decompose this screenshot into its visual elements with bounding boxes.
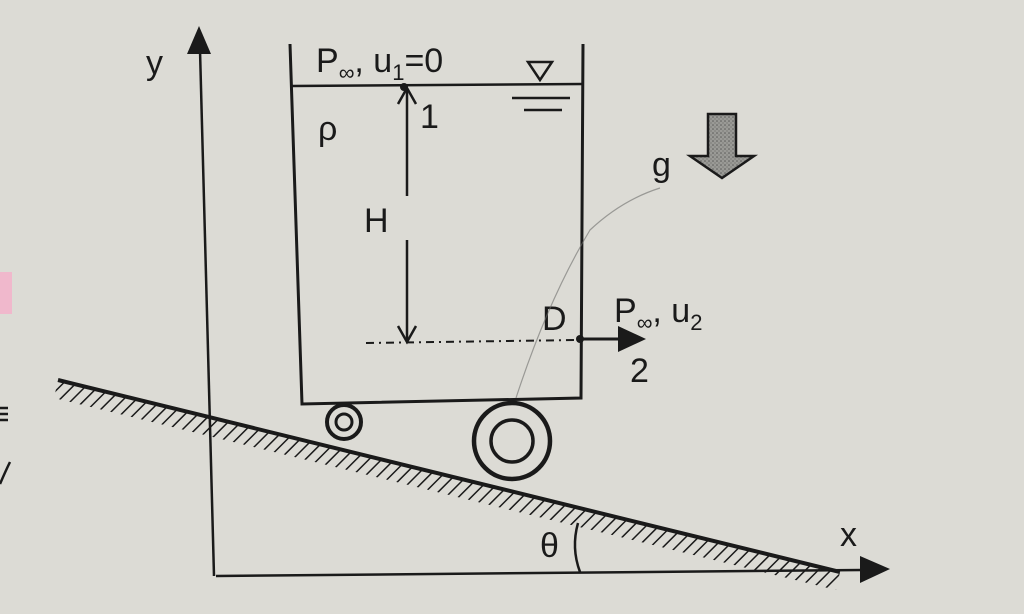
point-2-label: 2 <box>630 352 649 390</box>
surface-inf-subscript: ∞ <box>339 60 355 85</box>
angle-label: θ <box>540 527 559 565</box>
jet-arrowhead <box>618 326 646 352</box>
x-axis-label: x <box>840 516 857 554</box>
large-wheel <box>471 400 553 482</box>
y-axis-arrowhead <box>187 26 211 54</box>
jet-condition-label: P∞, u2 <box>614 292 702 335</box>
surface-condition-label: P∞, u1=0 <box>316 42 443 85</box>
free-surface-symbol <box>525 60 555 83</box>
free-surface-line <box>291 82 584 88</box>
incline-line <box>57 378 841 574</box>
jet-P: P <box>614 292 637 330</box>
coordinate-axes: y x <box>146 26 890 583</box>
tank <box>288 43 585 406</box>
surface-P: P <box>316 42 339 80</box>
incline-surface <box>54 378 841 590</box>
outlet-reference-line <box>365 339 579 344</box>
angle-arc <box>573 522 582 573</box>
height-label: H <box>364 202 389 240</box>
gravity-label: g <box>652 146 671 184</box>
margin-bleed-marks <box>0 406 12 485</box>
y-axis-label: y <box>146 44 163 82</box>
gravity-arrow-icon <box>685 112 759 180</box>
jet-u: , u <box>652 292 690 330</box>
jet-inf-subscript: ∞ <box>637 310 653 335</box>
pencil-scribble <box>515 187 661 399</box>
jet-u-subscript: 2 <box>690 310 702 335</box>
y-axis <box>198 49 216 577</box>
small-wheel <box>325 403 363 441</box>
density-label: ρ <box>318 110 337 148</box>
surface-u-equals: =0 <box>404 42 443 80</box>
outlet-point-marker <box>576 335 584 343</box>
margin-highlight-mark <box>0 272 12 314</box>
point-1-label: 1 <box>420 98 439 136</box>
surface-u-subscript: 1 <box>392 60 404 85</box>
outlet-diameter-label: D <box>542 300 567 338</box>
x-axis <box>215 568 863 578</box>
tank-walls <box>288 43 585 406</box>
x-axis-arrowhead <box>860 556 890 583</box>
surface-u: , u <box>354 42 392 80</box>
